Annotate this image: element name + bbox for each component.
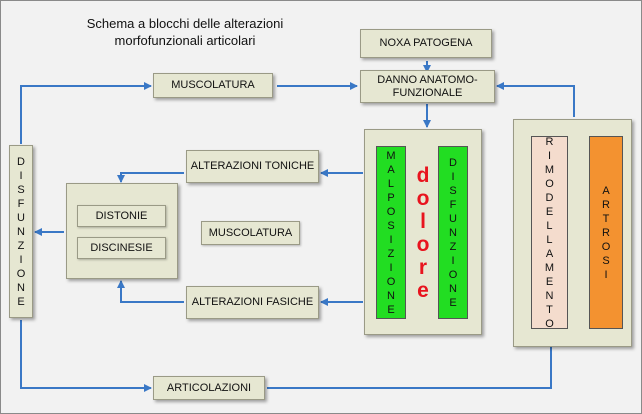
distonie-box: DISTONIE bbox=[77, 205, 166, 227]
muscolatura-top-label: MUSCOLATURA bbox=[171, 79, 255, 91]
arrow-toniche-distonie bbox=[117, 172, 184, 183]
distonie-label: DISTONIE bbox=[95, 209, 148, 222]
noxa-patogena-box: NOXA PATOGENA bbox=[360, 29, 492, 58]
alterazioni-fasiche-label: ALTERAZIONI FASICHE bbox=[191, 296, 314, 308]
arrow-disfunzione-muscolatura bbox=[20, 82, 152, 144]
discinesie-box: DISCINESIE bbox=[77, 237, 166, 259]
arrow-disfunzione-articolazioni bbox=[20, 320, 152, 392]
diagram-title-line1: Schema a blocchi delle alterazioni bbox=[86, 16, 284, 31]
articolazioni-label: ARTICOLAZIONI bbox=[166, 381, 252, 394]
danno-label-line2: FUNZIONALE bbox=[392, 86, 463, 99]
arrow-articolazioni-rimodellamento bbox=[267, 333, 555, 389]
alterazioni-fasiche-box: ALTERAZIONI FASICHE bbox=[186, 286, 319, 319]
muscolatura-mid-box: MUSCOLATURA bbox=[201, 221, 300, 245]
discinesie-label: DISCINESIE bbox=[90, 241, 153, 254]
noxa-patogena-label: NOXA PATOGENA bbox=[379, 37, 473, 49]
danno-label-line1: DANNO ANATOMO- bbox=[377, 73, 478, 86]
danno-anatomo-funzionale-box: DANNO ANATOMO- FUNZIONALE bbox=[360, 70, 495, 103]
arrow-fasiche-discinesie bbox=[117, 280, 184, 303]
alterazioni-toniche-box: ALTERAZIONI TONICHE bbox=[186, 150, 319, 183]
distonie-discinesie-group bbox=[66, 183, 178, 279]
arrow-rimodellamento-danno bbox=[496, 82, 575, 117]
articolazioni-box: ARTICOLAZIONI bbox=[153, 376, 265, 400]
alterazioni-toniche-label: ALTERAZIONI TONICHE bbox=[190, 160, 315, 172]
diagram-title-line2: morfofunzionali articolari bbox=[114, 33, 256, 48]
muscolatura-mid-label: MUSCOLATURA bbox=[208, 226, 293, 239]
muscolatura-top-box: MUSCOLATURA bbox=[153, 73, 273, 98]
